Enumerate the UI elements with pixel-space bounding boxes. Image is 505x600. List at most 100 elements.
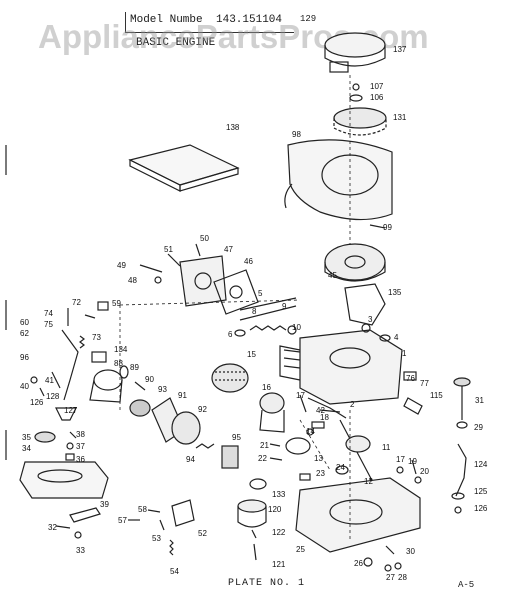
part-label-21[interactable]: 21 — [260, 441, 269, 450]
part-label-12[interactable]: 12 — [364, 477, 373, 486]
part-31-dipstick[interactable] — [453, 377, 471, 420]
part-35-cap[interactable] — [34, 431, 56, 443]
part-label-3[interactable]: 3 — [368, 315, 373, 324]
part-label-36[interactable]: 36 — [76, 455, 85, 464]
part-label-77[interactable]: 77 — [420, 379, 429, 388]
part-49-screw[interactable] — [139, 264, 163, 273]
part-label-31[interactable]: 31 — [475, 396, 484, 405]
part-label-91[interactable]: 91 — [178, 391, 187, 400]
part-label-126[interactable]: 126 — [30, 398, 44, 407]
part-label-35[interactable]: 35 — [22, 433, 31, 442]
part-76-nameplate[interactable] — [403, 371, 417, 381]
part-label-25[interactable]: 25 — [296, 545, 305, 554]
part-121-bolt[interactable] — [253, 543, 257, 561]
part-133-washer[interactable] — [249, 478, 267, 490]
part-36-fitting[interactable] — [65, 453, 75, 461]
part-134-bracket[interactable] — [91, 351, 107, 363]
part-52-bracket[interactable] — [171, 499, 195, 527]
part-73-spring[interactable] — [79, 335, 85, 349]
part-label-5[interactable]: 5 — [258, 289, 263, 298]
part-label-124[interactable]: 124 — [474, 460, 488, 469]
part-33-nut[interactable] — [74, 531, 82, 539]
part-3-plug[interactable] — [361, 323, 371, 333]
part-120-oil-filter[interactable] — [237, 499, 267, 528]
part-54-spring[interactable] — [169, 539, 174, 556]
part-label-135[interactable]: 135 — [388, 288, 402, 297]
part-74-screw[interactable] — [84, 314, 96, 319]
part-39-bracket[interactable] — [69, 507, 101, 523]
part-label-126[interactable]: 126 — [474, 504, 488, 513]
part-95-gear[interactable] — [221, 445, 239, 469]
part-24-bearing[interactable] — [335, 465, 349, 475]
part-51-bolt[interactable] — [167, 253, 181, 267]
part-label-94[interactable]: 94 — [186, 455, 195, 464]
part-label-16[interactable]: 16 — [262, 383, 271, 392]
part-label-51[interactable]: 51 — [164, 245, 173, 254]
part-label-92[interactable]: 92 — [198, 405, 207, 414]
part-label-131[interactable]: 131 — [393, 113, 407, 122]
part-label-11[interactable]: 11 — [382, 443, 391, 452]
part-label-72[interactable]: 72 — [72, 298, 81, 307]
part-15-muffler[interactable] — [211, 363, 249, 393]
part-label-1[interactable]: 1 — [402, 349, 407, 358]
part-label-10[interactable]: 10 — [292, 323, 301, 332]
part-label-129[interactable]: 129 — [300, 14, 317, 24]
part-label-88[interactable]: 88 — [114, 359, 123, 368]
part-18-plate[interactable] — [311, 421, 325, 429]
part-label-125[interactable]: 125 — [474, 487, 488, 496]
part-46-gasket[interactable] — [213, 269, 259, 315]
part-59-nut[interactable] — [97, 301, 109, 311]
part-138-owners-manual[interactable] — [128, 144, 240, 192]
part-125-gasket[interactable] — [451, 492, 465, 500]
part-label-23[interactable]: 23 — [316, 469, 325, 478]
part-label-60[interactable]: 60 — [20, 318, 29, 327]
part-label-74[interactable]: 74 — [44, 309, 53, 318]
part-label-127[interactable]: 127 — [64, 406, 78, 415]
part-label-47[interactable]: 47 — [224, 245, 233, 254]
part-22-tappet[interactable] — [269, 457, 283, 461]
part-label-42[interactable]: 42 — [316, 406, 325, 415]
part-37-filter[interactable] — [66, 442, 74, 450]
part-label-89[interactable]: 89 — [130, 363, 139, 372]
part-label-32[interactable]: 32 — [48, 523, 57, 532]
part-label-34[interactable]: 34 — [22, 444, 31, 453]
part-label-134[interactable]: 134 — [114, 345, 128, 354]
part-40-spring[interactable] — [30, 376, 38, 384]
part-label-45[interactable]: 45 — [328, 271, 337, 280]
part-58-screw[interactable] — [147, 509, 161, 513]
part-label-53[interactable]: 53 — [152, 534, 161, 543]
part-label-122[interactable]: 122 — [272, 528, 286, 537]
part-98-blower-housing[interactable] — [284, 139, 393, 221]
part-flywheel[interactable] — [324, 243, 386, 282]
part-30-screw[interactable] — [385, 545, 395, 555]
part-127-cup[interactable] — [55, 407, 77, 421]
part-label-17[interactable]: 17 — [296, 391, 305, 400]
part-10-retainer[interactable] — [287, 325, 297, 335]
part-label-8[interactable]: 8 — [252, 307, 257, 316]
part-label-6[interactable]: 6 — [228, 330, 233, 339]
part-label-33[interactable]: 33 — [76, 546, 85, 555]
part-6-washer[interactable] — [234, 329, 246, 337]
part-23-key[interactable] — [299, 473, 311, 481]
part-41-link[interactable] — [51, 371, 61, 389]
part-label-137[interactable]: 137 — [393, 45, 407, 54]
part-137-rewind-starter[interactable] — [324, 32, 386, 73]
part-label-59[interactable]: 59 — [112, 299, 121, 308]
part-34-fuel-tank[interactable] — [19, 461, 109, 499]
part-5-valve[interactable] — [239, 297, 297, 321]
part-label-2[interactable]: 2 — [350, 400, 355, 409]
part-label-48[interactable]: 48 — [128, 276, 137, 285]
part-label-73[interactable]: 73 — [92, 333, 101, 342]
part-label-52[interactable]: 52 — [198, 529, 207, 538]
part-label-4[interactable]: 4 — [394, 333, 399, 342]
part-label-96[interactable]: 96 — [20, 353, 29, 362]
part-13-gear[interactable] — [285, 437, 311, 455]
part-label-9[interactable]: 9 — [282, 302, 287, 311]
part-label-95[interactable]: 95 — [232, 433, 241, 442]
part-label-115[interactable]: 115 — [430, 391, 443, 400]
part-124-tube[interactable] — [455, 443, 467, 497]
part-122-screw[interactable] — [251, 529, 257, 539]
part-1-cylinder-block[interactable] — [279, 329, 403, 405]
part-label-58[interactable]: 58 — [138, 505, 147, 514]
part-label-17[interactable]: 17 — [396, 455, 405, 464]
